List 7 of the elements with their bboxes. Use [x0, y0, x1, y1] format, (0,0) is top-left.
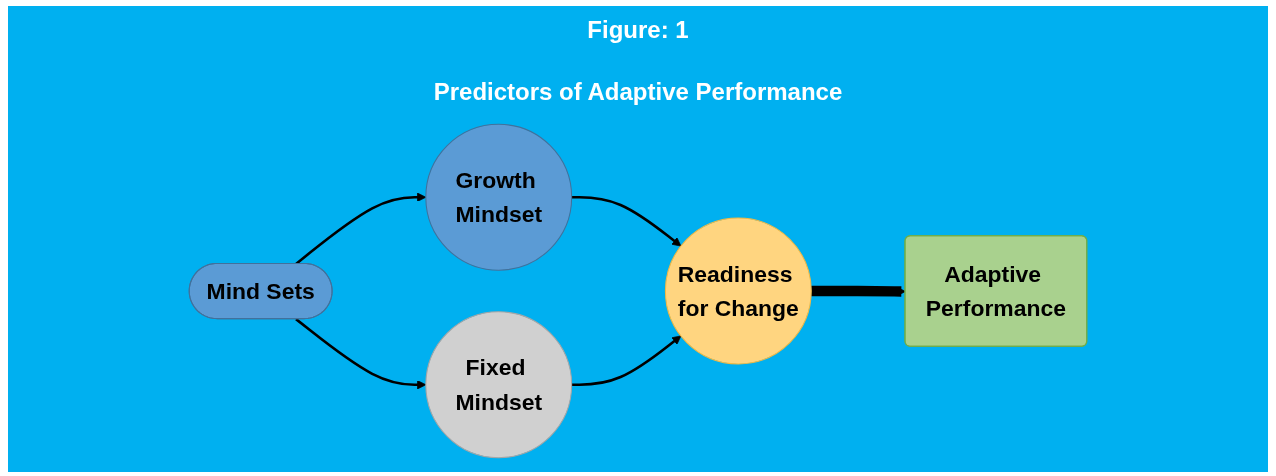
- arrow: [571, 335, 682, 387]
- node-circle: Growth Mindset: [425, 123, 573, 271]
- figure-heading: Predictors of Adaptive Performance: [433, 78, 843, 106]
- node-circle: Readiness for Change: [664, 217, 812, 365]
- node-circle: Fixed Mindset: [425, 311, 573, 459]
- arrow: [571, 195, 682, 247]
- figure-title: Figure: 1: [587, 16, 689, 44]
